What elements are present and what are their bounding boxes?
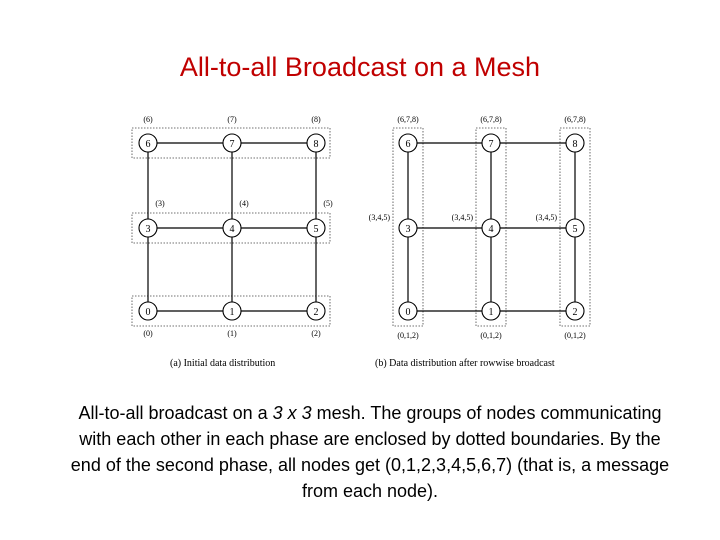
node-label: 7: [230, 139, 235, 150]
data-label: (1): [227, 329, 237, 338]
slide-title: All-to-all Broadcast on a Mesh: [179, 52, 541, 82]
caption-part-1: All-to-all broadcast on a: [78, 403, 273, 423]
node-label: 4: [489, 224, 494, 235]
node-label: 5: [314, 224, 319, 235]
node-label: 0: [146, 307, 151, 318]
data-label: (6,7,8): [480, 115, 502, 124]
panel-b: 6 7 8 3 4 5 0 1 2 (6,7,8) (6,7,8) (6,7,8…: [369, 115, 591, 369]
figure-caption: All-to-all broadcast on a 3 x 3 mesh. Th…: [70, 400, 670, 504]
data-label: (6): [143, 115, 153, 124]
data-label: (8): [311, 115, 321, 124]
data-label: (2): [311, 329, 321, 338]
node-label: 4: [230, 224, 235, 235]
node-label: 3: [146, 224, 151, 235]
nodes-a: [138, 133, 326, 321]
data-label: (0): [143, 329, 153, 338]
row-group-top-a: [131, 127, 331, 159]
data-label: (3,4,5): [452, 213, 474, 222]
panel-b-caption: (b) Data distribution after rowwise broa…: [375, 358, 555, 369]
data-label: (6,7,8): [564, 115, 586, 124]
node-label: 0: [406, 307, 411, 318]
data-label: (4): [239, 199, 249, 208]
data-label: (0,1,2): [480, 331, 502, 340]
panel-a-caption: (a) Initial data distribution: [170, 358, 275, 369]
data-label: (7): [227, 115, 237, 124]
col-group-mid-b: [475, 127, 507, 327]
node-label: 2: [573, 307, 578, 318]
data-label: (5): [323, 199, 333, 208]
node-label: 6: [406, 139, 411, 150]
panel-a: 6 7 8 3 4 5 0 1 2 (6) (7) (8) (3) (4) (5…: [131, 115, 333, 369]
node-label: 8: [573, 139, 578, 150]
data-label: (3): [155, 199, 165, 208]
data-label: (3,4,5): [536, 213, 558, 222]
node-label: 1: [230, 307, 235, 318]
node-label: 8: [314, 139, 319, 150]
row-group-mid-a: [131, 212, 331, 244]
data-label: (0,1,2): [397, 331, 419, 340]
node-label: 1: [489, 307, 494, 318]
node-label: 3: [406, 224, 411, 235]
nodes-b: [398, 133, 585, 321]
data-label: (0,1,2): [564, 331, 586, 340]
node-label: 2: [314, 307, 319, 318]
node-label: 5: [573, 224, 578, 235]
node-label: 7: [489, 139, 494, 150]
caption-emphasis: 3 x 3: [272, 403, 312, 423]
row-group-bottom-a: [131, 295, 331, 327]
caption-part-2: mesh. The groups of nodes communicating …: [70, 403, 670, 501]
node-label: 6: [146, 139, 151, 150]
data-label: (6,7,8): [397, 115, 419, 124]
col-group-left-b: [392, 127, 424, 327]
data-label: (3,4,5): [369, 213, 391, 222]
col-group-right-b: [559, 127, 591, 327]
mesh-broadcast-figure: 6 7 8 3 4 5 0 1 2 (6) (7) (8) (3) (4) (5…: [131, 115, 591, 369]
